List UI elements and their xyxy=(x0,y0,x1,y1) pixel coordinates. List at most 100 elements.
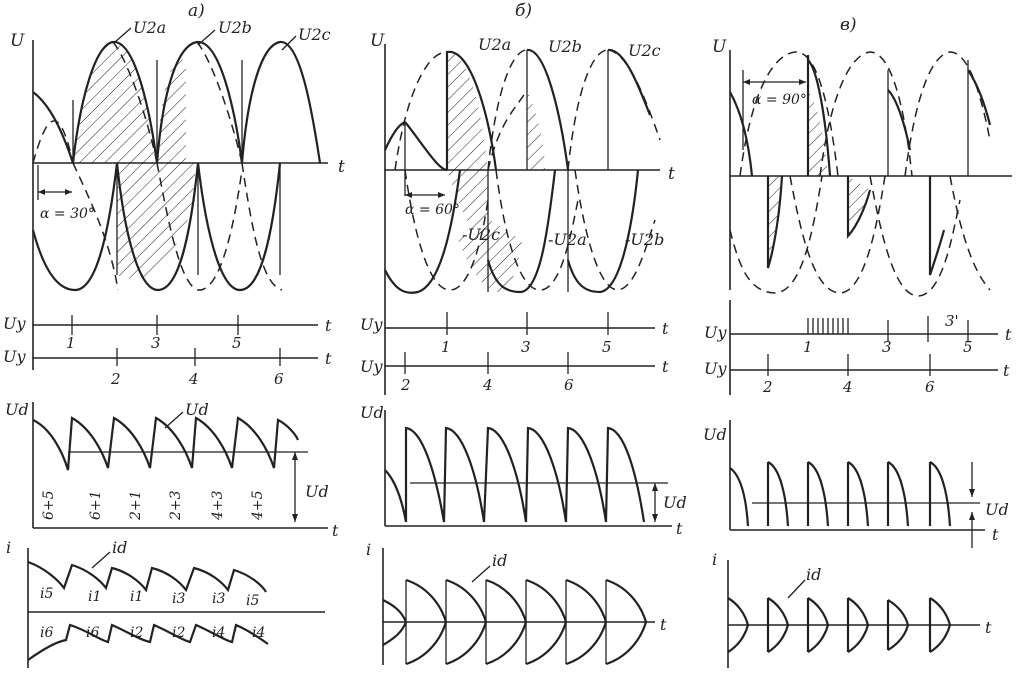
panel-b-title: б) xyxy=(515,1,532,21)
panel-b-neg-u2b: -U2b xyxy=(625,230,664,249)
svg-text:Uy: Uy xyxy=(360,357,383,376)
panel-b-voltage-plot: U t α = xyxy=(370,31,675,300)
panel-b-ud-ripple xyxy=(384,426,646,523)
svg-text:id: id xyxy=(806,565,821,584)
panel-a-hatch-2 xyxy=(157,59,186,163)
panel-a-i-axis-label: i xyxy=(6,538,11,557)
panel-a-title: а) xyxy=(188,1,205,21)
svg-text:t: t xyxy=(662,319,669,338)
panel-a-ud-plot: Ud t Ud Ud 6+5 6+1 2+1 2+3 4+3 4+5 xyxy=(5,400,339,540)
panel-c-ud-ripple xyxy=(729,461,952,527)
panel-a-ud-curve-label: Ud xyxy=(185,400,209,419)
svg-text:Uy: Uy xyxy=(704,359,727,378)
panel-c-alpha-label: α = 90° xyxy=(752,92,807,108)
svg-text:id: id xyxy=(492,551,507,570)
svg-text:1: 1 xyxy=(803,338,813,356)
panel-c-current-pulses xyxy=(727,597,952,653)
svg-text:i3: i3 xyxy=(212,591,225,607)
svg-text:i: i xyxy=(366,540,371,559)
svg-text:6: 6 xyxy=(564,376,574,394)
panel-a-ud-ripple xyxy=(32,416,300,471)
svg-text:i2: i2 xyxy=(130,625,143,641)
svg-text:i4: i4 xyxy=(212,625,225,641)
panel-a-uy-label-bottom: Uy xyxy=(3,347,26,366)
svg-text:t: t xyxy=(325,349,332,368)
panel-a-label-u2a: U2a xyxy=(133,18,166,37)
svg-text:2+1: 2+1 xyxy=(128,490,144,521)
svg-text:4: 4 xyxy=(842,378,853,396)
panel-a-pulse-4: 4 xyxy=(188,370,199,388)
svg-text:i6: i6 xyxy=(40,625,53,641)
panel-a-pulse-1: 1 xyxy=(66,334,76,352)
panel-a-voltage-plot: U t xyxy=(10,18,345,300)
panel-a-uy-rows: Uy t 1 3 5 Uy t 2 4 6 xyxy=(3,300,332,388)
panel-c-current-plot: i t id xyxy=(712,550,992,668)
svg-text:U2b: U2b xyxy=(548,37,582,56)
panel-b-wave-u2a xyxy=(404,50,498,172)
panel-a-uy-label-top: Uy xyxy=(3,314,26,333)
svg-text:i3: i3 xyxy=(172,591,185,607)
panel-c: в) U α = 90° xyxy=(703,15,1012,668)
panel-a-hatch-3 xyxy=(117,163,195,279)
panel-b-current-plot: i t id xyxy=(366,540,667,666)
svg-text:Ud: Ud xyxy=(703,425,727,444)
svg-text:2: 2 xyxy=(400,376,411,394)
panel-a-pulse-2: 2 xyxy=(110,370,121,388)
svg-text:t: t xyxy=(325,316,332,335)
svg-text:Uy: Uy xyxy=(360,315,383,334)
svg-text:Ud: Ud xyxy=(360,403,384,422)
svg-text:3: 3 xyxy=(882,338,892,356)
panel-a-ud-mean-label: Ud xyxy=(305,482,329,501)
panel-b-neg-u2a: -U2a xyxy=(548,230,587,249)
svg-text:2: 2 xyxy=(762,378,773,396)
panel-b-ud-plot: Ud t Ud xyxy=(360,403,687,538)
svg-text:6: 6 xyxy=(925,378,935,396)
svg-text:4+3: 4+3 xyxy=(210,490,226,521)
svg-text:t: t xyxy=(332,521,339,540)
panel-b: б) U t xyxy=(360,1,687,666)
svg-text:Uy: Uy xyxy=(704,323,727,342)
svg-text:i: i xyxy=(712,550,717,569)
svg-text:6+5: 6+5 xyxy=(41,490,57,520)
svg-text:U2a: U2a xyxy=(478,35,511,54)
panel-c-hatch-2 xyxy=(768,176,782,268)
svg-text:5: 5 xyxy=(963,338,973,356)
panel-a-u-axis-label: U xyxy=(10,31,25,51)
panel-a-pulse-3: 3 xyxy=(151,334,161,352)
svg-text:i6: i6 xyxy=(86,625,99,641)
panel-b-hatch-2 xyxy=(527,90,545,170)
panel-c-ud-plot: Ud t Ud xyxy=(703,420,1009,548)
panel-a-i-top-labels: i5 i1 i1 i3 i3 i5 xyxy=(40,586,259,609)
panel-a-current-plot: i id i5 i1 i1 i3 i3 i5 i6 i6 i2 i2 i4 i4 xyxy=(6,538,325,668)
panel-c-title: в) xyxy=(840,15,857,35)
panel-c-hatch-3 xyxy=(848,176,870,236)
panel-a-ud-axis-label: Ud xyxy=(5,400,29,419)
svg-text:t: t xyxy=(662,357,669,376)
panel-a: а) U t xyxy=(3,1,345,668)
svg-text:i1: i1 xyxy=(130,589,143,605)
svg-text:t: t xyxy=(1003,361,1010,380)
panel-b-neg-u2c: -U2c xyxy=(462,225,500,244)
panel-b-hatch-3 xyxy=(458,220,522,292)
svg-text:5: 5 xyxy=(602,338,612,356)
panel-c-uy-rows: Uy t 1 3 5 3' Uy t xyxy=(704,300,1012,396)
panel-a-pulse-6: 6 xyxy=(274,370,284,388)
svg-text:1: 1 xyxy=(441,338,451,356)
svg-text:Ud: Ud xyxy=(985,500,1009,519)
svg-text:U: U xyxy=(712,37,727,57)
svg-text:i2: i2 xyxy=(172,625,185,641)
panel-c-voltage-plot: U α = 90° xyxy=(712,37,1012,297)
svg-text:4+5: 4+5 xyxy=(250,490,266,521)
panel-a-t-axis-label: t xyxy=(338,157,345,177)
svg-text:t: t xyxy=(660,615,667,634)
panel-a-label-u2b: U2b xyxy=(218,18,252,37)
svg-text:t: t xyxy=(676,519,683,538)
svg-text:Ud: Ud xyxy=(663,493,687,512)
panel-b-wave-u2b xyxy=(526,48,570,171)
panel-b-alpha-label: α = 60° xyxy=(405,202,460,218)
panel-a-pulse-5: 5 xyxy=(232,334,242,352)
panel-b-hatch-1 xyxy=(447,51,488,250)
panel-c-pulse-train xyxy=(807,318,849,334)
svg-text:i5: i5 xyxy=(40,586,53,602)
svg-text:t: t xyxy=(985,618,992,637)
